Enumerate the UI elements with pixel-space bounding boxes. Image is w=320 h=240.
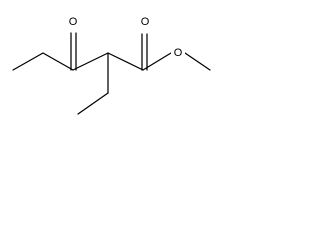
molecule-diagram: O O O [12, 14, 211, 115]
bond-alpha-ester-carbon [107, 52, 144, 71]
ketone-oxygen-label: O [69, 16, 78, 28]
ester-carbonyl-oxygen-bg [138, 14, 152, 30]
atom-labels: O O O [66, 14, 185, 61]
bond-ch2-ch3-down [77, 92, 109, 115]
ester-carbonyl-oxygen-label: O [141, 16, 150, 28]
bond-o-methyl [184, 52, 211, 71]
bond-ketone-alpha [72, 52, 109, 71]
structure-canvas: O O O [0, 0, 216, 134]
ketone-oxygen-bg [66, 14, 80, 30]
ester-ether-oxygen-label: O [174, 47, 183, 59]
bond-ch2-ketone-carbon [42, 52, 74, 71]
bond-ch3-ch2-left [12, 52, 44, 71]
bonds [12, 32, 211, 115]
ester-ether-oxygen-bg [171, 45, 185, 61]
bond-ester-c-o [142, 52, 172, 71]
